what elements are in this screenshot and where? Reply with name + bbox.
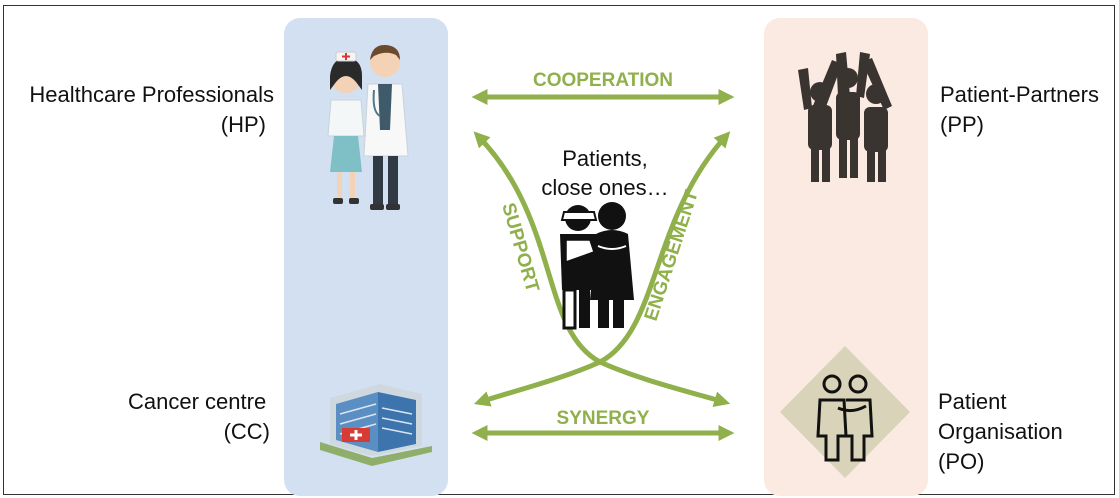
diagram-frame xyxy=(3,5,1115,495)
hp-label-line2: (HP) xyxy=(220,112,266,137)
hp-label: Healthcare Professionals (HP) xyxy=(12,80,274,140)
support-label: SUPPORT xyxy=(497,201,543,295)
raised-hands-group-icon xyxy=(798,52,892,182)
po-label-line1: Patient xyxy=(938,389,1007,414)
patient-organisation-icon xyxy=(780,346,910,478)
pp-label-line2: (PP) xyxy=(940,112,984,137)
po-label-line2: Organisation xyxy=(938,419,1063,444)
hp-label-line1: Healthcare Professionals xyxy=(29,82,274,107)
engagement-curve xyxy=(473,131,731,407)
cc-label-line2: (CC) xyxy=(223,419,270,444)
doctor-nurse-icon xyxy=(327,44,409,210)
po-label: Patient Organisation (PO) xyxy=(938,387,1063,477)
hospital-icon xyxy=(320,384,432,466)
synergy-label: SYNERGY xyxy=(557,408,650,429)
pp-label: Patient-Partners (PP) xyxy=(940,80,1099,140)
engagement-label: ENGAGEMENT xyxy=(641,187,703,323)
cooperation-label: COOPERATION xyxy=(533,70,673,91)
patient-companion-icon xyxy=(560,202,634,330)
po-label-line3: (PO) xyxy=(938,449,985,474)
pp-label-line1: Patient-Partners xyxy=(940,82,1099,107)
cc-label-line1: Cancer centre xyxy=(128,389,267,414)
cc-label: Cancer centre (CC) xyxy=(128,387,270,447)
